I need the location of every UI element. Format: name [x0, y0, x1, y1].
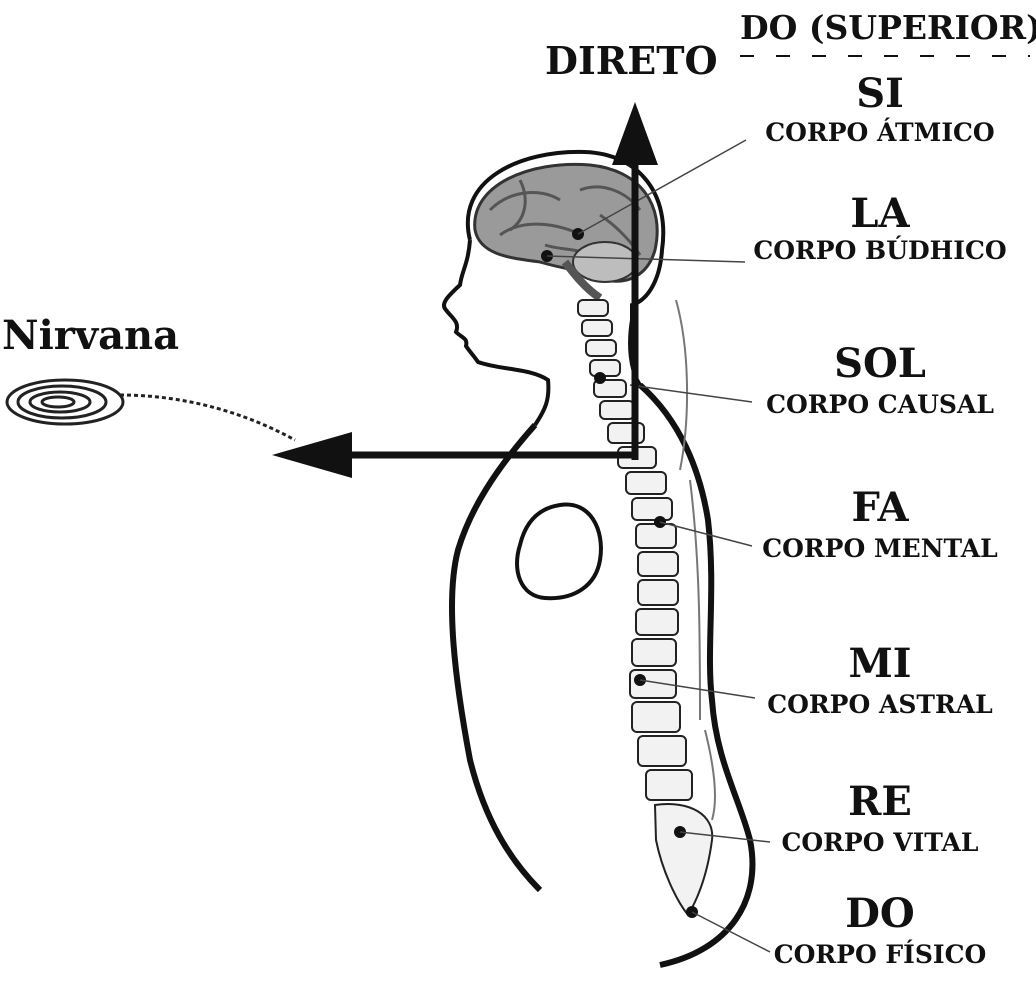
- leader-lines: [546, 139, 771, 953]
- body-label-vital: CORPO VITAL: [781, 828, 979, 857]
- nirvana-label: Nirvana: [2, 312, 179, 359]
- brain-icon: [473, 162, 659, 302]
- note-label-sol: SOL: [834, 340, 926, 387]
- do-superior-label: DO (SUPERIOR): [740, 8, 1036, 47]
- spiral-icon: [5, 378, 296, 442]
- body-label-causal: CORPO CAUSAL: [766, 390, 994, 419]
- nirvana-arrow-head: [272, 432, 352, 478]
- direct-arrow-head: [612, 102, 658, 165]
- body-label-mental: CORPO MENTAL: [762, 534, 998, 563]
- front-torso-outline: [449, 423, 543, 893]
- head-outline: [441, 149, 666, 427]
- note-label-do: DO: [845, 890, 915, 937]
- spine-icon: [577, 299, 717, 917]
- back-outline: [638, 382, 756, 968]
- body-label-budhico: CORPO BÚDHICO: [753, 236, 1007, 265]
- body-label-fisico: CORPO FÍSICO: [773, 940, 987, 969]
- note-label-mi: MI: [848, 640, 912, 687]
- body-label-astral: CORPO ASTRAL: [767, 690, 993, 719]
- body-label-atmico: CORPO ÁTMICO: [765, 118, 995, 147]
- direct-label: DIRETO: [545, 38, 718, 83]
- note-label-si: SI: [856, 70, 904, 117]
- heart-outline-icon: [515, 502, 603, 601]
- note-label-fa: FA: [851, 484, 909, 531]
- note-label-la: LA: [850, 190, 910, 237]
- note-label-re: RE: [848, 778, 912, 825]
